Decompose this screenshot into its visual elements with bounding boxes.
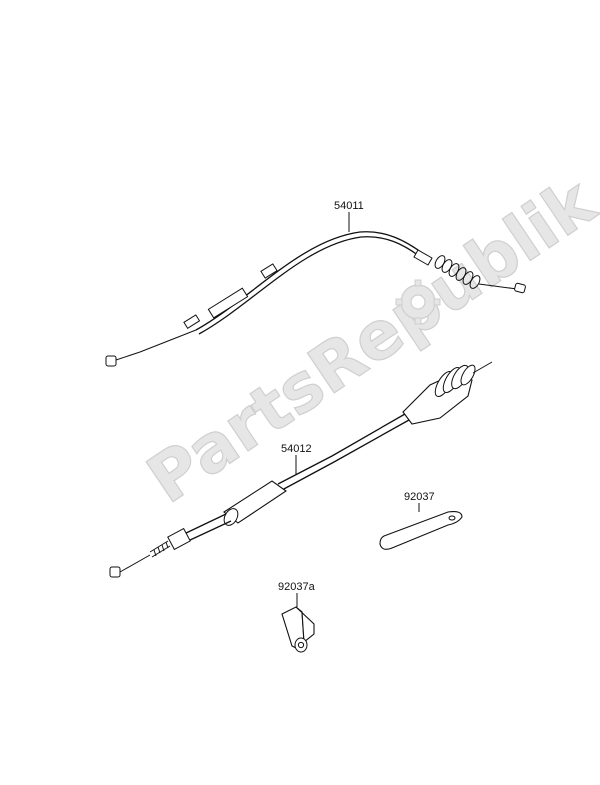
- part-label-92037a[interactable]: 92037a: [278, 581, 316, 593]
- part-92037a[interactable]: 92037a: [278, 581, 316, 653]
- cable-54011-spring: [434, 255, 481, 289]
- part-92037[interactable]: 92037: [379, 491, 463, 550]
- part-label-54012[interactable]: 54012: [281, 443, 312, 455]
- watermark-text: PartsRepublik: [134, 162, 600, 518]
- part-label-92037[interactable]: 92037: [404, 491, 435, 503]
- cable-54012[interactable]: 54012: [109, 361, 493, 578]
- cable-54012-thread: [149, 540, 171, 558]
- cable-54011[interactable]: 54011: [105, 200, 526, 367]
- gear-icon: [395, 279, 441, 325]
- cable-54012-boot: [434, 364, 476, 397]
- part-label-54011[interactable]: 54011: [334, 200, 364, 212]
- watermark: PartsRepublik: [133, 161, 600, 518]
